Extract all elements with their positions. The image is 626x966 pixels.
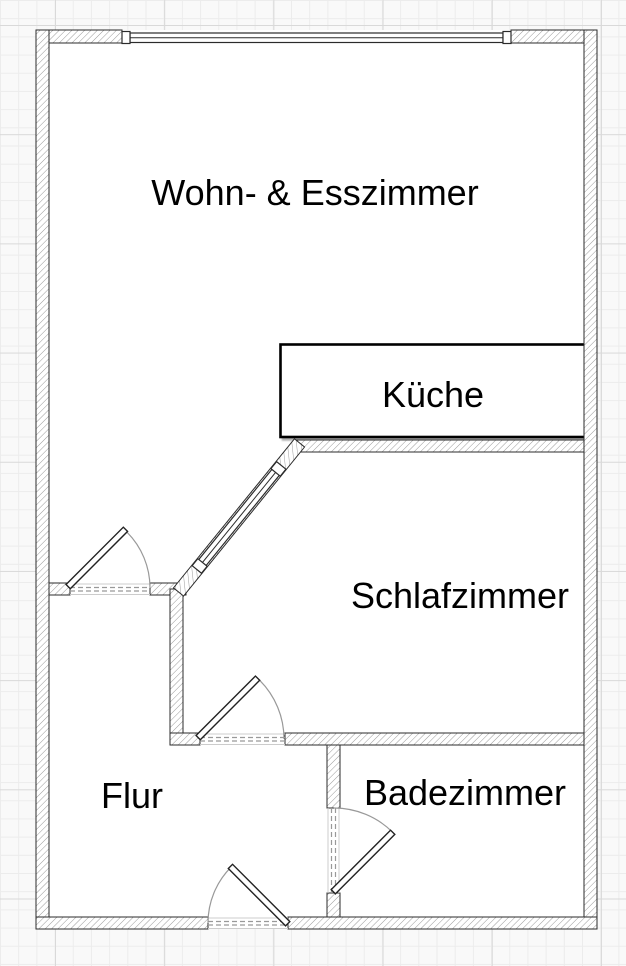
door-leaf <box>195 675 261 741</box>
door-opening-living-hall <box>70 583 150 595</box>
kitchen-room-outline <box>279 343 587 439</box>
room-label-bathroom: Badezimmer <box>364 772 566 813</box>
window-midline <box>199 468 279 566</box>
exterior-wall-left <box>35 29 50 930</box>
door-hall-bath <box>330 807 396 895</box>
exterior-wall-right <box>583 29 598 930</box>
interior-wall-hall-bath-top <box>326 744 341 809</box>
door-opening-entrance <box>208 917 288 929</box>
room-label-hallway: Flur <box>101 775 163 816</box>
glazed-partition-diagonal <box>172 438 306 597</box>
door-entrance <box>207 863 291 927</box>
window-top <box>121 30 512 45</box>
door-swing-arc <box>333 807 394 833</box>
window-end-cap <box>121 30 131 45</box>
interior-wall-bedroom-south-stub <box>169 732 201 746</box>
window-end-cap <box>502 30 512 45</box>
door-living-hall <box>65 526 151 590</box>
door-opening-hall-bath <box>327 808 340 893</box>
walls <box>35 29 598 930</box>
door-swing-arc <box>126 531 151 589</box>
door-leaf <box>227 863 291 927</box>
exterior-wall-bottom-left <box>35 916 209 930</box>
door-opening-hall-bedroom <box>200 733 285 745</box>
interior-wall-hall-bedroom <box>169 588 184 746</box>
room-label-kitchen: Küche <box>382 374 484 415</box>
interior-wall-kitchen-south <box>293 439 585 453</box>
interior-wall-bedroom-south <box>284 732 585 746</box>
interior-wall-hall-bath-bottom <box>326 892 341 918</box>
door-swing-arc <box>259 679 285 740</box>
door-leaf <box>330 829 396 895</box>
room-label-bedroom: Schlafzimmer <box>351 575 569 616</box>
window-end-cap <box>191 557 208 575</box>
door-swing-arc <box>207 866 232 924</box>
exterior-wall-bottom-right <box>287 916 598 930</box>
door-hall-bedroom <box>195 675 285 741</box>
door-leaf <box>65 526 129 590</box>
window-end-cap <box>270 460 287 478</box>
room-label-living-dining: Wohn- & Esszimmer <box>151 172 478 213</box>
apartment-floor <box>36 30 597 929</box>
